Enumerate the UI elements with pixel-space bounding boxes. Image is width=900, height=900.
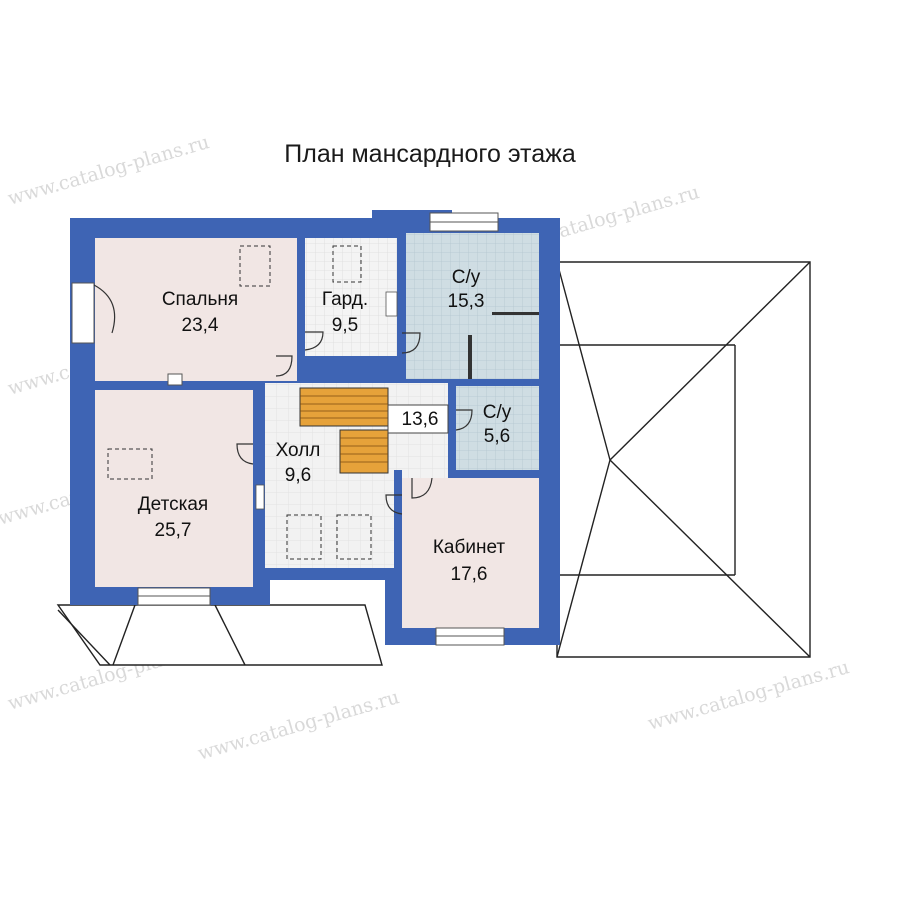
roof-ridge-line xyxy=(556,261,611,461)
roof-ridge-line xyxy=(609,459,811,658)
room-floors xyxy=(95,233,539,628)
vent-shaft xyxy=(167,373,183,386)
skylight xyxy=(107,448,153,480)
stair-flight-upper xyxy=(299,387,389,427)
door-swing xyxy=(304,331,324,351)
roof-ridge-line xyxy=(556,459,611,658)
study-floor xyxy=(402,478,539,628)
door-swing xyxy=(275,355,293,377)
watermark-text: www.catalog-plans.ru xyxy=(195,686,402,765)
room-area-hall: 9,6 xyxy=(285,465,311,486)
roof-ridge-line xyxy=(112,604,136,666)
room-area-study: 17,6 xyxy=(451,564,488,585)
nursery-floor xyxy=(95,390,253,587)
door-swing xyxy=(385,494,403,515)
staircase xyxy=(299,387,449,474)
radiator xyxy=(255,484,265,510)
skylight xyxy=(332,245,362,283)
room-name-study: Кабинет xyxy=(433,537,506,558)
room-labels: Спальня 23,4 Гард. 9,5 С/у 15,3 Детская … xyxy=(138,267,512,585)
bath-divider xyxy=(468,335,472,379)
room-name-bedroom: Спальня xyxy=(162,289,238,310)
watermark-text: www.catalog-plans.ru xyxy=(5,131,212,210)
partition xyxy=(397,230,406,382)
room-area-bedroom: 23,4 xyxy=(182,315,219,336)
roof-ridge-line xyxy=(609,261,811,461)
partition xyxy=(265,568,402,580)
roof-outline xyxy=(556,261,811,658)
room-area-stair-area: 13,6 xyxy=(402,409,439,430)
bathroom-small-floor xyxy=(456,386,539,470)
bedroom-floor xyxy=(95,238,297,381)
room-area-dressing: 9,5 xyxy=(332,315,358,336)
door-swing xyxy=(411,477,433,499)
landing-label-box xyxy=(387,404,449,434)
door-swing xyxy=(236,443,254,465)
bath-divider xyxy=(492,312,539,315)
room-name-hall: Холл xyxy=(276,440,321,461)
roof-ridge-line xyxy=(57,609,111,666)
room-area-bathroom-small: 5,6 xyxy=(484,426,510,447)
skylight xyxy=(239,245,271,287)
room-name-dressing: Гард. xyxy=(322,289,368,310)
partition xyxy=(394,470,402,628)
windows xyxy=(71,212,505,646)
skylights xyxy=(107,245,372,560)
partition xyxy=(448,470,539,478)
door-swing xyxy=(401,332,421,354)
roof-right xyxy=(556,261,811,658)
dressing-floor xyxy=(305,238,397,356)
room-area-bathroom-large: 15,3 xyxy=(448,291,485,312)
roof-ridge-line xyxy=(214,604,246,666)
skylight xyxy=(286,514,322,560)
watermark-text: www.catalog-plans.ru xyxy=(645,656,852,735)
door-swing xyxy=(455,409,473,431)
room-name-nursery: Детская xyxy=(138,494,208,515)
door-swing xyxy=(93,284,116,334)
stair-flight-lower xyxy=(339,429,389,474)
doors xyxy=(93,284,473,515)
room-name-bathroom-small: С/у xyxy=(483,402,512,423)
plan-title: План мансардного этажа xyxy=(284,140,576,168)
radiator xyxy=(385,291,398,317)
room-area-nursery: 25,7 xyxy=(155,520,192,541)
balcony-door xyxy=(71,282,95,344)
skylight xyxy=(336,514,372,560)
partition xyxy=(448,380,456,470)
fixtures xyxy=(255,291,398,510)
bathroom-large-floor xyxy=(406,233,539,379)
roof-bottom-left xyxy=(56,604,383,666)
partition xyxy=(297,238,305,356)
room-name-bathroom-large: С/у xyxy=(452,267,481,288)
